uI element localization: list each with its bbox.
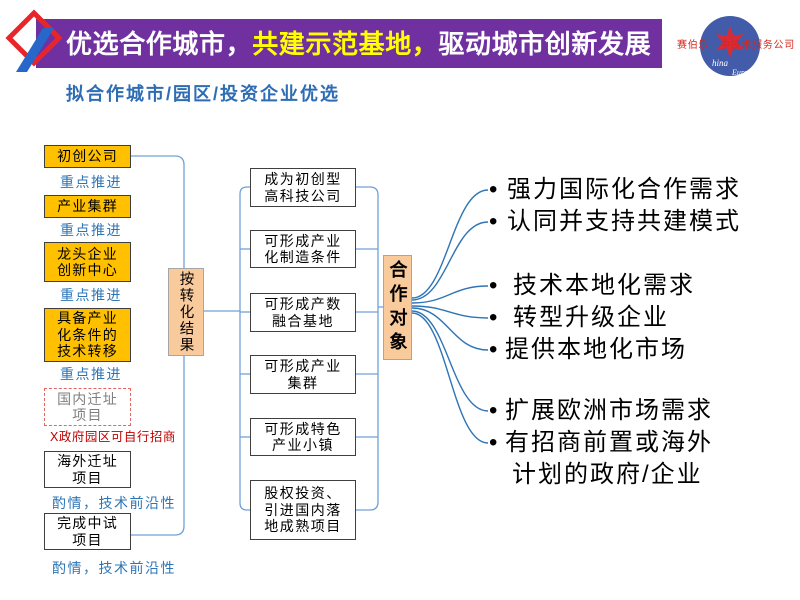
title-part-3: 驱动城市创新发展 <box>438 29 652 59</box>
result-line: 融合基地 <box>272 312 334 329</box>
source-line: 初创公司 <box>57 148 118 165</box>
result-line: 可形成产业 <box>264 232 342 249</box>
source-line: 具备产业 <box>57 310 118 327</box>
fan-curve <box>411 221 489 301</box>
by-result-label: 按转化结果 <box>177 270 194 354</box>
fan-curve <box>411 285 489 304</box>
source-note: 重点推进 <box>60 287 122 303</box>
badge-star <box>716 26 744 58</box>
source-box: 具备产业 化条件的 技术转移 <box>44 308 131 362</box>
subtitle: 拟合作城市/园区/投资企业优选 <box>66 84 341 104</box>
badge-text-1: hina <box>712 58 729 68</box>
fan-curve <box>411 189 489 299</box>
source-line: 技术转移 <box>57 343 118 360</box>
bullet-icon: • <box>489 176 498 203</box>
source-line: 创新中心 <box>57 262 118 278</box>
bullet-icon: • <box>489 208 498 235</box>
partners-box: 合作对象 <box>383 255 412 360</box>
result-line: 可形成特色 <box>264 420 342 437</box>
result-line: 成为初创型 <box>264 171 342 187</box>
source-note: 重点推进 <box>60 366 122 382</box>
bullet-icon: • <box>489 336 498 363</box>
result-line: 化制造条件 <box>264 249 342 265</box>
partner-item: 提供本地化市场 <box>505 336 687 363</box>
company-name-left: 赛伯乐 <box>677 40 710 51</box>
source-line: 龙头企业 <box>57 245 118 262</box>
partner-item: 有招商前置或海外 <box>505 429 713 456</box>
results-right-brace <box>356 186 379 511</box>
company-name-right: 中技术服务公司 <box>720 40 795 51</box>
result-box: 股权投资、 引进国内落 地成熟项目 <box>250 480 356 540</box>
title-part-1: 优选合作城市， <box>66 29 253 59</box>
bullet-icon: • <box>489 397 498 424</box>
result-line: 高科技公司 <box>264 187 342 204</box>
partner-item: 认同并支持共建模式 <box>507 208 741 235</box>
result-box: 可形成特色 产业小镇 <box>250 418 356 456</box>
source-line: 项目 <box>72 469 103 486</box>
fan-curve <box>411 307 489 351</box>
bullet-icon: • <box>489 272 498 299</box>
source-box: 海外迁址 项目 <box>44 451 131 488</box>
result-box: 可形成产业 集群 <box>250 355 356 394</box>
result-line: 集群 <box>287 374 319 391</box>
brand-mark-icon <box>5 9 63 72</box>
result-line: 股权投资、 <box>264 485 342 502</box>
source-line: 完成中试 <box>57 515 118 531</box>
source-line: 国内迁址 <box>57 390 118 407</box>
bullet-icon: • <box>489 304 498 331</box>
title-bar <box>36 19 662 68</box>
fan-curve <box>411 305 489 319</box>
by-result-box: 按转化结果 <box>168 268 204 356</box>
result-box: 可形成产数 融合基地 <box>250 293 356 332</box>
bullet-icon: • <box>489 429 498 456</box>
partner-item: 扩展欧洲市场需求 <box>505 397 713 424</box>
slide-title: 优选合作城市，共建示范基地，驱动城市创新发展 <box>66 25 651 63</box>
source-note: 酌情，技术前沿性 <box>52 495 176 511</box>
result-line: 地成熟项目 <box>264 518 342 535</box>
partners-label: 合作对象 <box>387 259 408 356</box>
globe-badge-icon: hina Euro <box>700 16 760 77</box>
source-line: 项目 <box>72 531 103 548</box>
source-box: 完成中试 项目 <box>44 513 131 550</box>
partner-item-continuation: 计划的政府/企业 <box>512 461 703 488</box>
source-note: 酌情，技术前沿性 <box>52 560 176 576</box>
title-part-2-highlight: 共建示范基地， <box>252 29 439 59</box>
brand-mark-slash <box>16 28 54 72</box>
source-note: 重点推进 <box>60 222 122 238</box>
result-line: 可形成产数 <box>264 296 342 312</box>
result-line: 产业小镇 <box>272 437 334 453</box>
results-left-brace <box>239 186 250 511</box>
source-note-warning: X政府园区可自行招商 <box>50 430 176 444</box>
result-line: 可形成产业 <box>264 358 342 374</box>
partner-item: 技术本地化需求 <box>513 272 695 299</box>
source-line: 海外迁址 <box>57 453 118 469</box>
source-box: 龙头企业 创新中心 <box>44 242 131 282</box>
source-line: 项目 <box>72 407 103 423</box>
fan-curve <box>411 312 489 444</box>
source-note: 重点推进 <box>60 174 122 190</box>
source-box: 初创公司 <box>44 145 131 168</box>
badge-text-2: Euro <box>731 68 748 77</box>
source-line: 产业集群 <box>57 198 118 215</box>
partner-item: 强力国际化合作需求 <box>507 176 741 203</box>
result-box: 成为初创型 高科技公司 <box>250 168 356 207</box>
partner-item: 转型升级企业 <box>513 304 669 331</box>
source-box-dashed: 国内迁址 项目 <box>44 388 131 426</box>
result-line: 引进国内落 <box>264 501 342 518</box>
source-line: 化条件的 <box>57 326 118 343</box>
source-box: 产业集群 <box>44 195 131 218</box>
result-box: 可形成产业 化制造条件 <box>250 230 356 268</box>
fan-curve <box>411 310 489 412</box>
